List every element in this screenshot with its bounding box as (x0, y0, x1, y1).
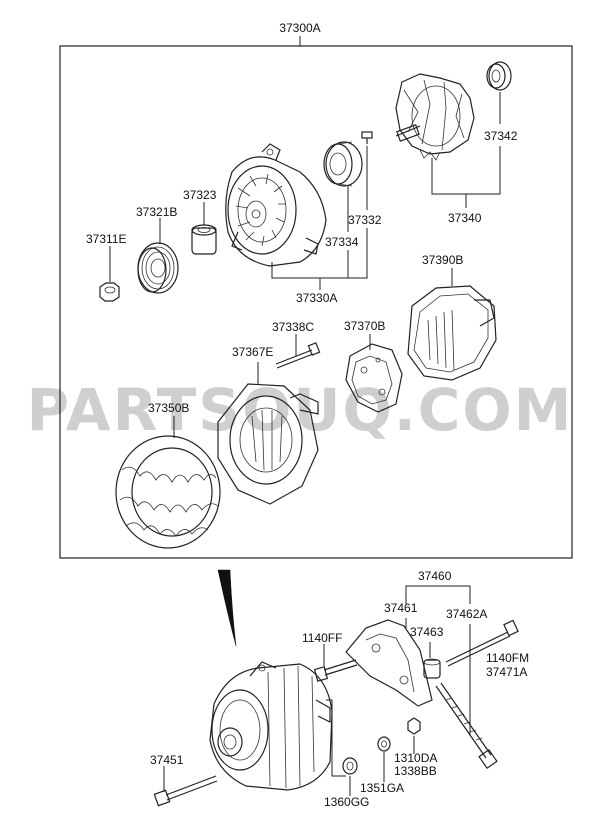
watermark: PARTSOUQ.COM (27, 376, 574, 444)
label-37323[interactable]: 37323 (183, 188, 217, 202)
rotor-part (395, 73, 475, 161)
assembly-frame (59, 45, 573, 559)
label-37311E[interactable]: 37311E (86, 232, 126, 246)
label-37390B[interactable]: 37390B (422, 253, 463, 267)
label-37338C[interactable]: 37338C (272, 320, 314, 334)
label-37460[interactable]: 37460 (418, 569, 452, 583)
label-1310DA[interactable]: 1310DA (394, 751, 437, 765)
label-1140FF[interactable]: 1140FF (302, 631, 342, 645)
long-bolt-part (435, 682, 498, 770)
rear-cover-part (407, 285, 497, 381)
label-1351GA[interactable]: 1351GA (360, 781, 404, 795)
brush-holder-part (345, 343, 403, 413)
screw-part (361, 131, 373, 144)
label-37367E[interactable]: 37367E (232, 345, 273, 359)
label-37350B[interactable]: 37350B (148, 401, 189, 415)
rotor-bearing-part (486, 61, 512, 91)
label-1338BB[interactable]: 1338BB (394, 764, 437, 778)
label-37461[interactable]: 37461 (384, 601, 418, 615)
mounting-bracket-part (345, 619, 433, 707)
label-1360GG[interactable]: 1360GG (324, 795, 369, 809)
label-37332[interactable]: 37332 (348, 213, 382, 227)
label-37321B[interactable]: 37321B (136, 205, 177, 219)
alternator-part (209, 661, 333, 791)
label-37463[interactable]: 37463 (410, 625, 444, 639)
bearing-part (323, 141, 363, 187)
nut-part (99, 282, 120, 302)
washer-part (377, 736, 391, 752)
rear-housing-part (217, 362, 319, 505)
pulley-part (137, 242, 179, 294)
lower-bolt-part (153, 775, 218, 807)
label-37370B[interactable]: 37370B (344, 319, 385, 333)
label-37342[interactable]: 37342 (484, 129, 518, 143)
label-37330A[interactable]: 37330A (296, 291, 337, 305)
front-housing-part (225, 143, 327, 267)
label-37340[interactable]: 37340 (448, 211, 482, 225)
label-37451[interactable]: 37451 (150, 753, 184, 767)
label-37334[interactable]: 37334 (325, 235, 359, 249)
bushing-part (423, 658, 441, 679)
nut-1310DA-part (407, 717, 421, 735)
pivot-bolt-part (313, 659, 358, 682)
label-37471A[interactable]: 37471A (486, 665, 527, 679)
nut-1360GG-part (342, 757, 358, 775)
label-1140FM[interactable]: 1140FM (486, 651, 529, 665)
spacer-part (191, 224, 217, 255)
assembly-pointer-icon (217, 569, 237, 647)
assembly-code-label[interactable]: 37300A (279, 21, 320, 35)
label-37462A[interactable]: 37462A (446, 607, 487, 621)
leader-alternator (326, 699, 346, 777)
stator-part (115, 435, 221, 549)
bracket-37460 (405, 585, 471, 604)
through-bolt-part (275, 342, 321, 369)
short-bolt-part (445, 619, 519, 667)
